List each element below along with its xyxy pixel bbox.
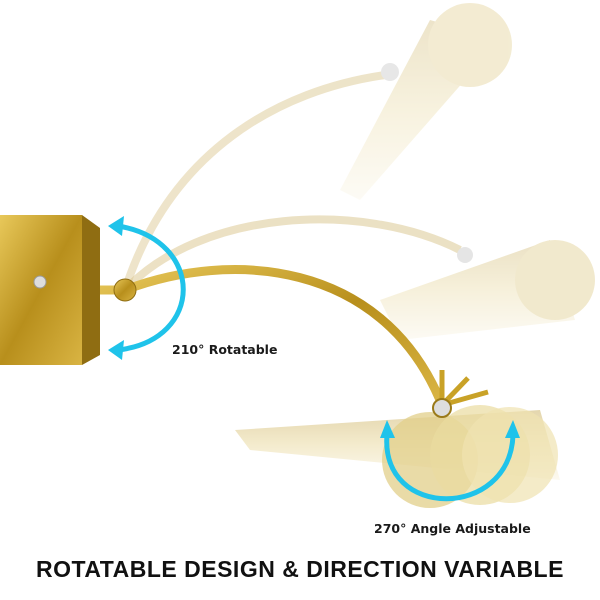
wing-nut bbox=[432, 370, 489, 418]
arrow-head-icon bbox=[380, 420, 395, 438]
ghost-lamp-middle bbox=[122, 215, 595, 340]
main-arm bbox=[100, 265, 445, 402]
ghost-lamp-top bbox=[121, 3, 512, 292]
pivot-joint bbox=[113, 278, 137, 302]
rotation-label: 210° Rotatable bbox=[172, 342, 278, 357]
rotation-arrow bbox=[117, 223, 186, 353]
headline: ROTATABLE DESIGN & DIRECTION VARIABLE bbox=[36, 556, 564, 582]
arrow-head-icon bbox=[108, 216, 124, 236]
angle-arrow bbox=[384, 434, 516, 502]
arrow-head-icon bbox=[108, 340, 124, 360]
wall-mount-box bbox=[0, 215, 100, 365]
angle-label: 270° Angle Adjustable bbox=[374, 521, 531, 536]
arrow-head-icon bbox=[505, 420, 520, 438]
